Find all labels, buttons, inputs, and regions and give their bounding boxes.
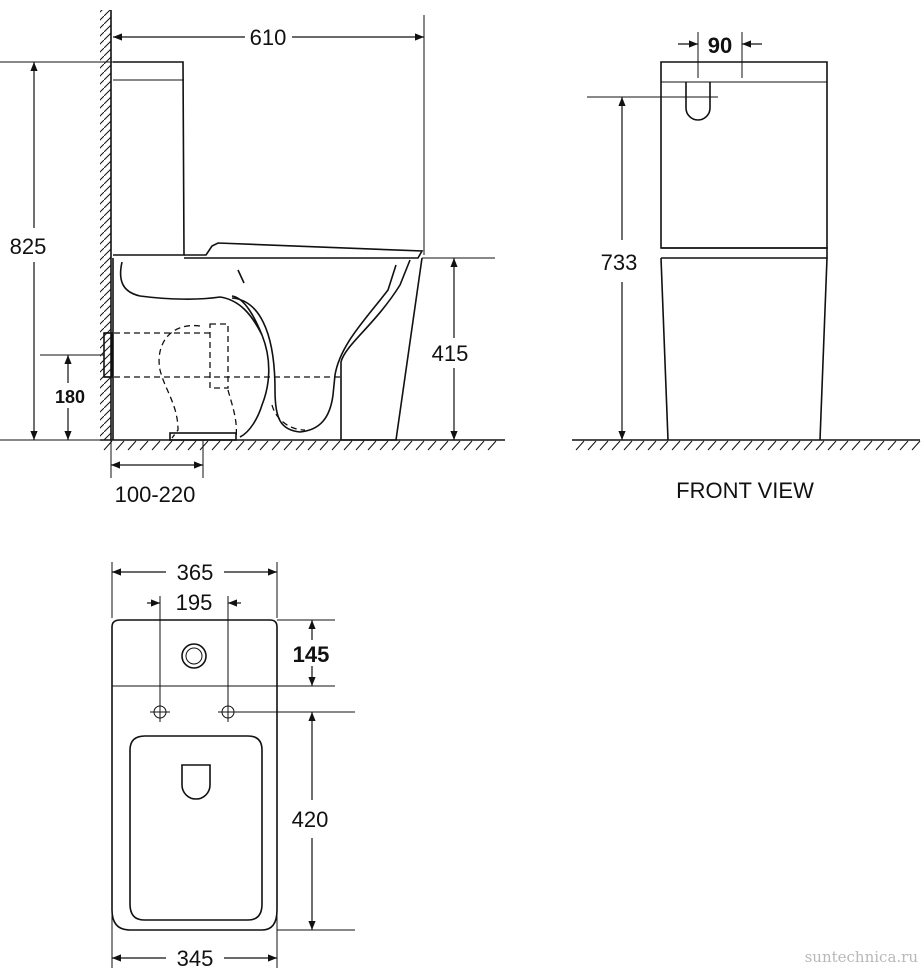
fixing-mark-left [150,702,170,722]
dim-cistern-height: 733 [601,250,638,275]
floor-hatch [103,440,497,451]
cistern-outline [113,61,185,256]
top-view: 365 195 145 420 345 [111,560,355,970]
dim-cistern-width: 365 [177,560,214,585]
seat-lid [184,242,424,259]
pan-outline [112,257,423,441]
outlet-dashed [104,323,340,439]
bowl-opening [181,764,211,800]
dim-outlet-height: 180 [55,387,85,407]
top-outline [111,619,278,931]
bowl-inner [231,264,397,433]
front-view: 90 733 FRONT VIEW [572,32,921,503]
side-view: 610 825 415 180 100-220 [0,10,505,507]
dim-seat-height: 415 [432,341,469,366]
bowl-rim [129,735,263,921]
front-seat [661,247,828,259]
dim-bowl-width: 345 [177,946,214,970]
dim-cistern-depth: 145 [293,642,330,667]
flush-button-top [181,643,207,669]
dim-button-width: 90 [708,33,732,58]
dim-outlet-distance: 100-220 [115,482,196,507]
front-view-caption: FRONT VIEW [676,478,814,503]
fixing-mark-right [218,702,238,722]
dim-fixing-spacing: 195 [176,590,213,615]
dim-overall-length: 610 [250,25,287,50]
trap-line [119,261,270,438]
front-pan [660,257,828,441]
dim-bowl-length: 420 [292,807,329,832]
wall-hatch [100,10,111,440]
floor-flange [169,432,237,441]
watermark: suntechnica.ru [805,948,919,966]
flush-button [685,82,711,121]
dim-overall-height: 825 [10,234,47,259]
